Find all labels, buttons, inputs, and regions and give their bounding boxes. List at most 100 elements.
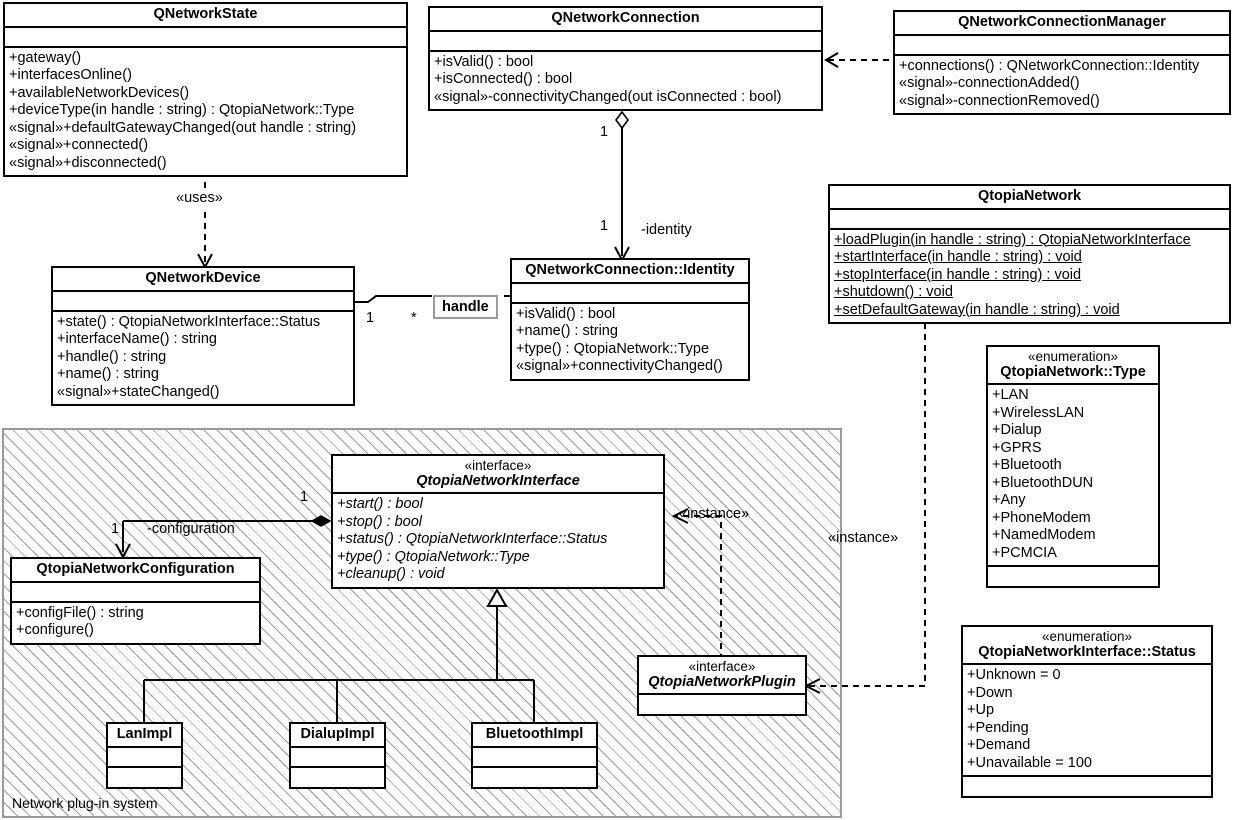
class-title: BluetoothImpl	[473, 724, 596, 748]
operation-row: +gateway()	[9, 49, 82, 66]
operation-row: «signal»+defaultGatewayChanged(out handl…	[9, 119, 357, 136]
operations-compartment: +state() : QtopiaNetworkInterface::Statu…	[53, 312, 353, 405]
class-name: QtopiaNetworkInterface::Status	[978, 643, 1196, 660]
operation-row: +configFile() : string	[16, 604, 144, 621]
operation-row: «signal»+connected()	[9, 137, 149, 153]
operation-row: +cleanup() : void	[337, 566, 445, 582]
attributes-compartment	[430, 32, 821, 52]
enum-literal-row: +GPRS	[992, 439, 1042, 456]
class-name: BluetoothImpl	[485, 726, 584, 742]
operation-row: «signal»+disconnected()	[9, 154, 167, 171]
operations-compartment: +isValid() : bool +name() : string +type…	[512, 304, 748, 379]
operation-row: +stop() : bool	[337, 513, 423, 530]
attributes-compartment	[895, 36, 1229, 56]
class-title: QtopiaNetwork	[830, 186, 1229, 210]
operation-row: +interfacesOnline()	[9, 67, 132, 83]
class-title: QNetworkConnection	[430, 8, 821, 32]
empty-compartment	[988, 567, 1158, 586]
class-title: LanImpl	[108, 724, 181, 748]
operations-compartment	[291, 768, 384, 787]
class-name: QtopiaNetworkPlugin	[648, 673, 796, 690]
interface-qtopianetworkplugin[interactable]: «interface» QtopiaNetworkPlugin	[637, 655, 807, 716]
class-qnetworkconnection[interactable]: QNetworkConnection +isValid() : bool +is…	[428, 6, 823, 111]
enum-literal-row: +Dialup	[992, 422, 1042, 438]
class-title: DialupImpl	[291, 724, 384, 748]
connector-label-uses: «uses»	[176, 190, 223, 206]
enum-literal-row: +LAN	[992, 387, 1029, 403]
interface-qtopianetworkinterface[interactable]: «interface» QtopiaNetworkInterface +star…	[331, 454, 665, 589]
class-name: DialupImpl	[300, 726, 375, 742]
package-label: Network plug-in system	[12, 795, 158, 811]
stereotype-label: «interface»	[688, 659, 756, 674]
stereotype-label: «interface»	[464, 458, 532, 473]
operation-row: +interfaceName() : string	[57, 331, 217, 347]
operations-compartment: +configFile() : string +configure()	[12, 603, 259, 643]
class-title: «enumeration» QtopiaNetworkInterface::St…	[963, 627, 1211, 665]
operation-row: +isValid() : bool	[516, 305, 616, 322]
class-qtopianetwork[interactable]: QtopiaNetwork +loadPlugin(in handle : st…	[828, 184, 1231, 324]
stereotype-label: «enumeration»	[1041, 629, 1133, 644]
multiplicity-identity-star: *	[411, 310, 417, 326]
class-qnetworkconnectionmanager[interactable]: QNetworkConnectionManager +connections()…	[893, 10, 1231, 115]
enum-qtopianetwork-type[interactable]: «enumeration» QtopiaNetwork::Type +LAN +…	[986, 345, 1160, 588]
connector-role-configuration: -configuration	[147, 521, 235, 537]
operation-row: +name() : string	[516, 323, 618, 339]
operation-row: +startInterface(in handle : string) : vo…	[834, 249, 1082, 265]
operations-compartment: +start() : bool +stop() : bool +status()…	[333, 494, 663, 587]
attributes-compartment	[291, 748, 384, 768]
enum-literal-row: +Any	[992, 492, 1026, 508]
attributes-compartment	[512, 284, 748, 304]
operation-row: «signal»+stateChanged()	[57, 383, 220, 400]
enum-literal-row: +Bluetooth	[992, 457, 1062, 473]
class-title: «interface» QtopiaNetworkPlugin	[639, 657, 805, 695]
operation-row: +isConnected() : bool	[434, 71, 573, 87]
enum-literal-row: +Unavailable = 100	[967, 754, 1092, 771]
enum-literal-row: +BluetoothDUN	[992, 474, 1094, 491]
class-bluetoothimpl[interactable]: BluetoothImpl	[471, 722, 598, 789]
operations-compartment: +isValid() : bool +isConnected() : bool …	[430, 52, 821, 110]
class-name: QtopiaNetwork	[977, 188, 1082, 204]
operation-row: +setDefaultGateway(in handle : string) :…	[834, 301, 1120, 318]
enum-qtopianetworkinterface-status[interactable]: «enumeration» QtopiaNetworkInterface::St…	[961, 625, 1213, 798]
class-qtopianetworkconfiguration[interactable]: QtopiaNetworkConfiguration +configFile()…	[10, 557, 261, 645]
class-qnetworkstate[interactable]: QNetworkState +gateway() +interfacesOnli…	[3, 2, 408, 177]
attributes-compartment	[53, 292, 353, 312]
enum-literal-row: +Demand	[967, 737, 1031, 753]
class-title: «interface» QtopiaNetworkInterface	[333, 456, 663, 494]
class-title: QNetworkState	[5, 4, 406, 28]
enum-literal-row: +WirelessLAN	[992, 404, 1085, 421]
operation-row: +start() : bool	[337, 496, 423, 512]
enum-literal-row: +Pending	[967, 719, 1029, 736]
class-title: «enumeration» QtopiaNetwork::Type	[988, 347, 1158, 385]
operations-compartment: +connections() : QNetworkConnection::Ide…	[895, 56, 1229, 114]
class-name: QtopiaNetwork::Type	[1000, 363, 1146, 380]
role-box-handle: handle	[433, 295, 498, 319]
class-dialupimpl[interactable]: DialupImpl	[289, 722, 386, 789]
operations-compartment: +gateway() +interfacesOnline() +availabl…	[5, 48, 406, 176]
class-title: QNetworkConnectionManager	[895, 12, 1229, 36]
enum-literal-row: +Unknown = 0	[967, 667, 1061, 683]
literals-compartment: +LAN +WirelessLAN +Dialup +GPRS +Bluetoo…	[988, 385, 1158, 567]
class-qnetworkconnection-identity[interactable]: QNetworkConnection::Identity +isValid() …	[510, 258, 750, 381]
class-lanimpl[interactable]: LanImpl	[106, 722, 183, 789]
operation-row: «signal»-connectionAdded()	[899, 75, 1080, 91]
operation-row: +connections() : QNetworkConnection::Ide…	[899, 57, 1200, 74]
attributes-compartment	[5, 28, 406, 48]
enum-literal-row: +NamedModem	[992, 527, 1096, 543]
class-name: QNetworkConnection::Identity	[525, 262, 735, 278]
enum-literal-row: +Up	[967, 702, 995, 718]
enum-literal-row: +PCMCIA	[992, 544, 1057, 561]
attributes-compartment	[12, 583, 259, 603]
empty-compartment	[963, 777, 1211, 796]
attributes-compartment	[830, 210, 1229, 230]
class-qnetworkdevice[interactable]: QNetworkDevice +state() : QtopiaNetworkI…	[51, 266, 355, 406]
operation-row: +handle() : string	[57, 348, 167, 365]
operation-row: +stopInterface(in handle : string) : voi…	[834, 266, 1082, 283]
literals-compartment: +Unknown = 0 +Down +Up +Pending +Demand …	[963, 665, 1211, 777]
enum-literal-row: +Down	[967, 684, 1013, 701]
operations-compartment	[108, 768, 181, 787]
class-name: QtopiaNetworkConfiguration	[36, 561, 235, 577]
operations-compartment	[473, 768, 596, 787]
multiplicity-configuration: 1	[111, 521, 120, 537]
class-name: QNetworkDevice	[145, 270, 261, 286]
